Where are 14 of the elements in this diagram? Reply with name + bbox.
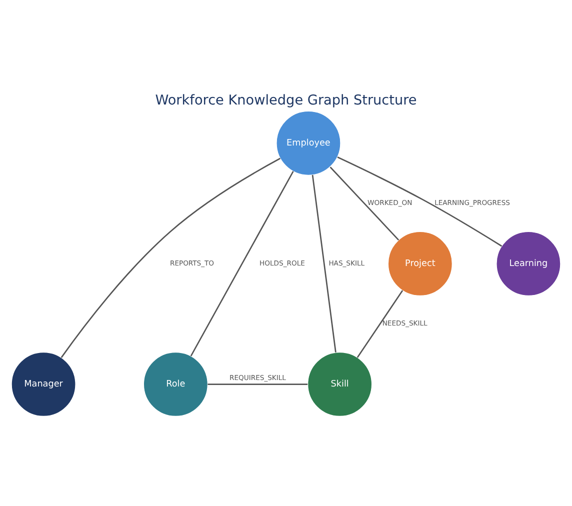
node-circle: Skill: [307, 351, 372, 416]
node-circle: Role: [143, 351, 208, 416]
connector: [356, 290, 404, 358]
connector: [208, 383, 308, 384]
connector: [337, 156, 502, 246]
node-circle: Employee: [276, 110, 341, 176]
connector: [190, 170, 294, 356]
connector: [60, 157, 281, 358]
connector: [330, 166, 400, 240]
node-circle: Manager: [11, 351, 76, 416]
node-circle: Project: [388, 230, 453, 296]
connector: [312, 174, 336, 352]
diagram-title: Workforce Knowledge Graph Structure: [155, 92, 417, 108]
node-circle: Learning: [496, 230, 561, 296]
